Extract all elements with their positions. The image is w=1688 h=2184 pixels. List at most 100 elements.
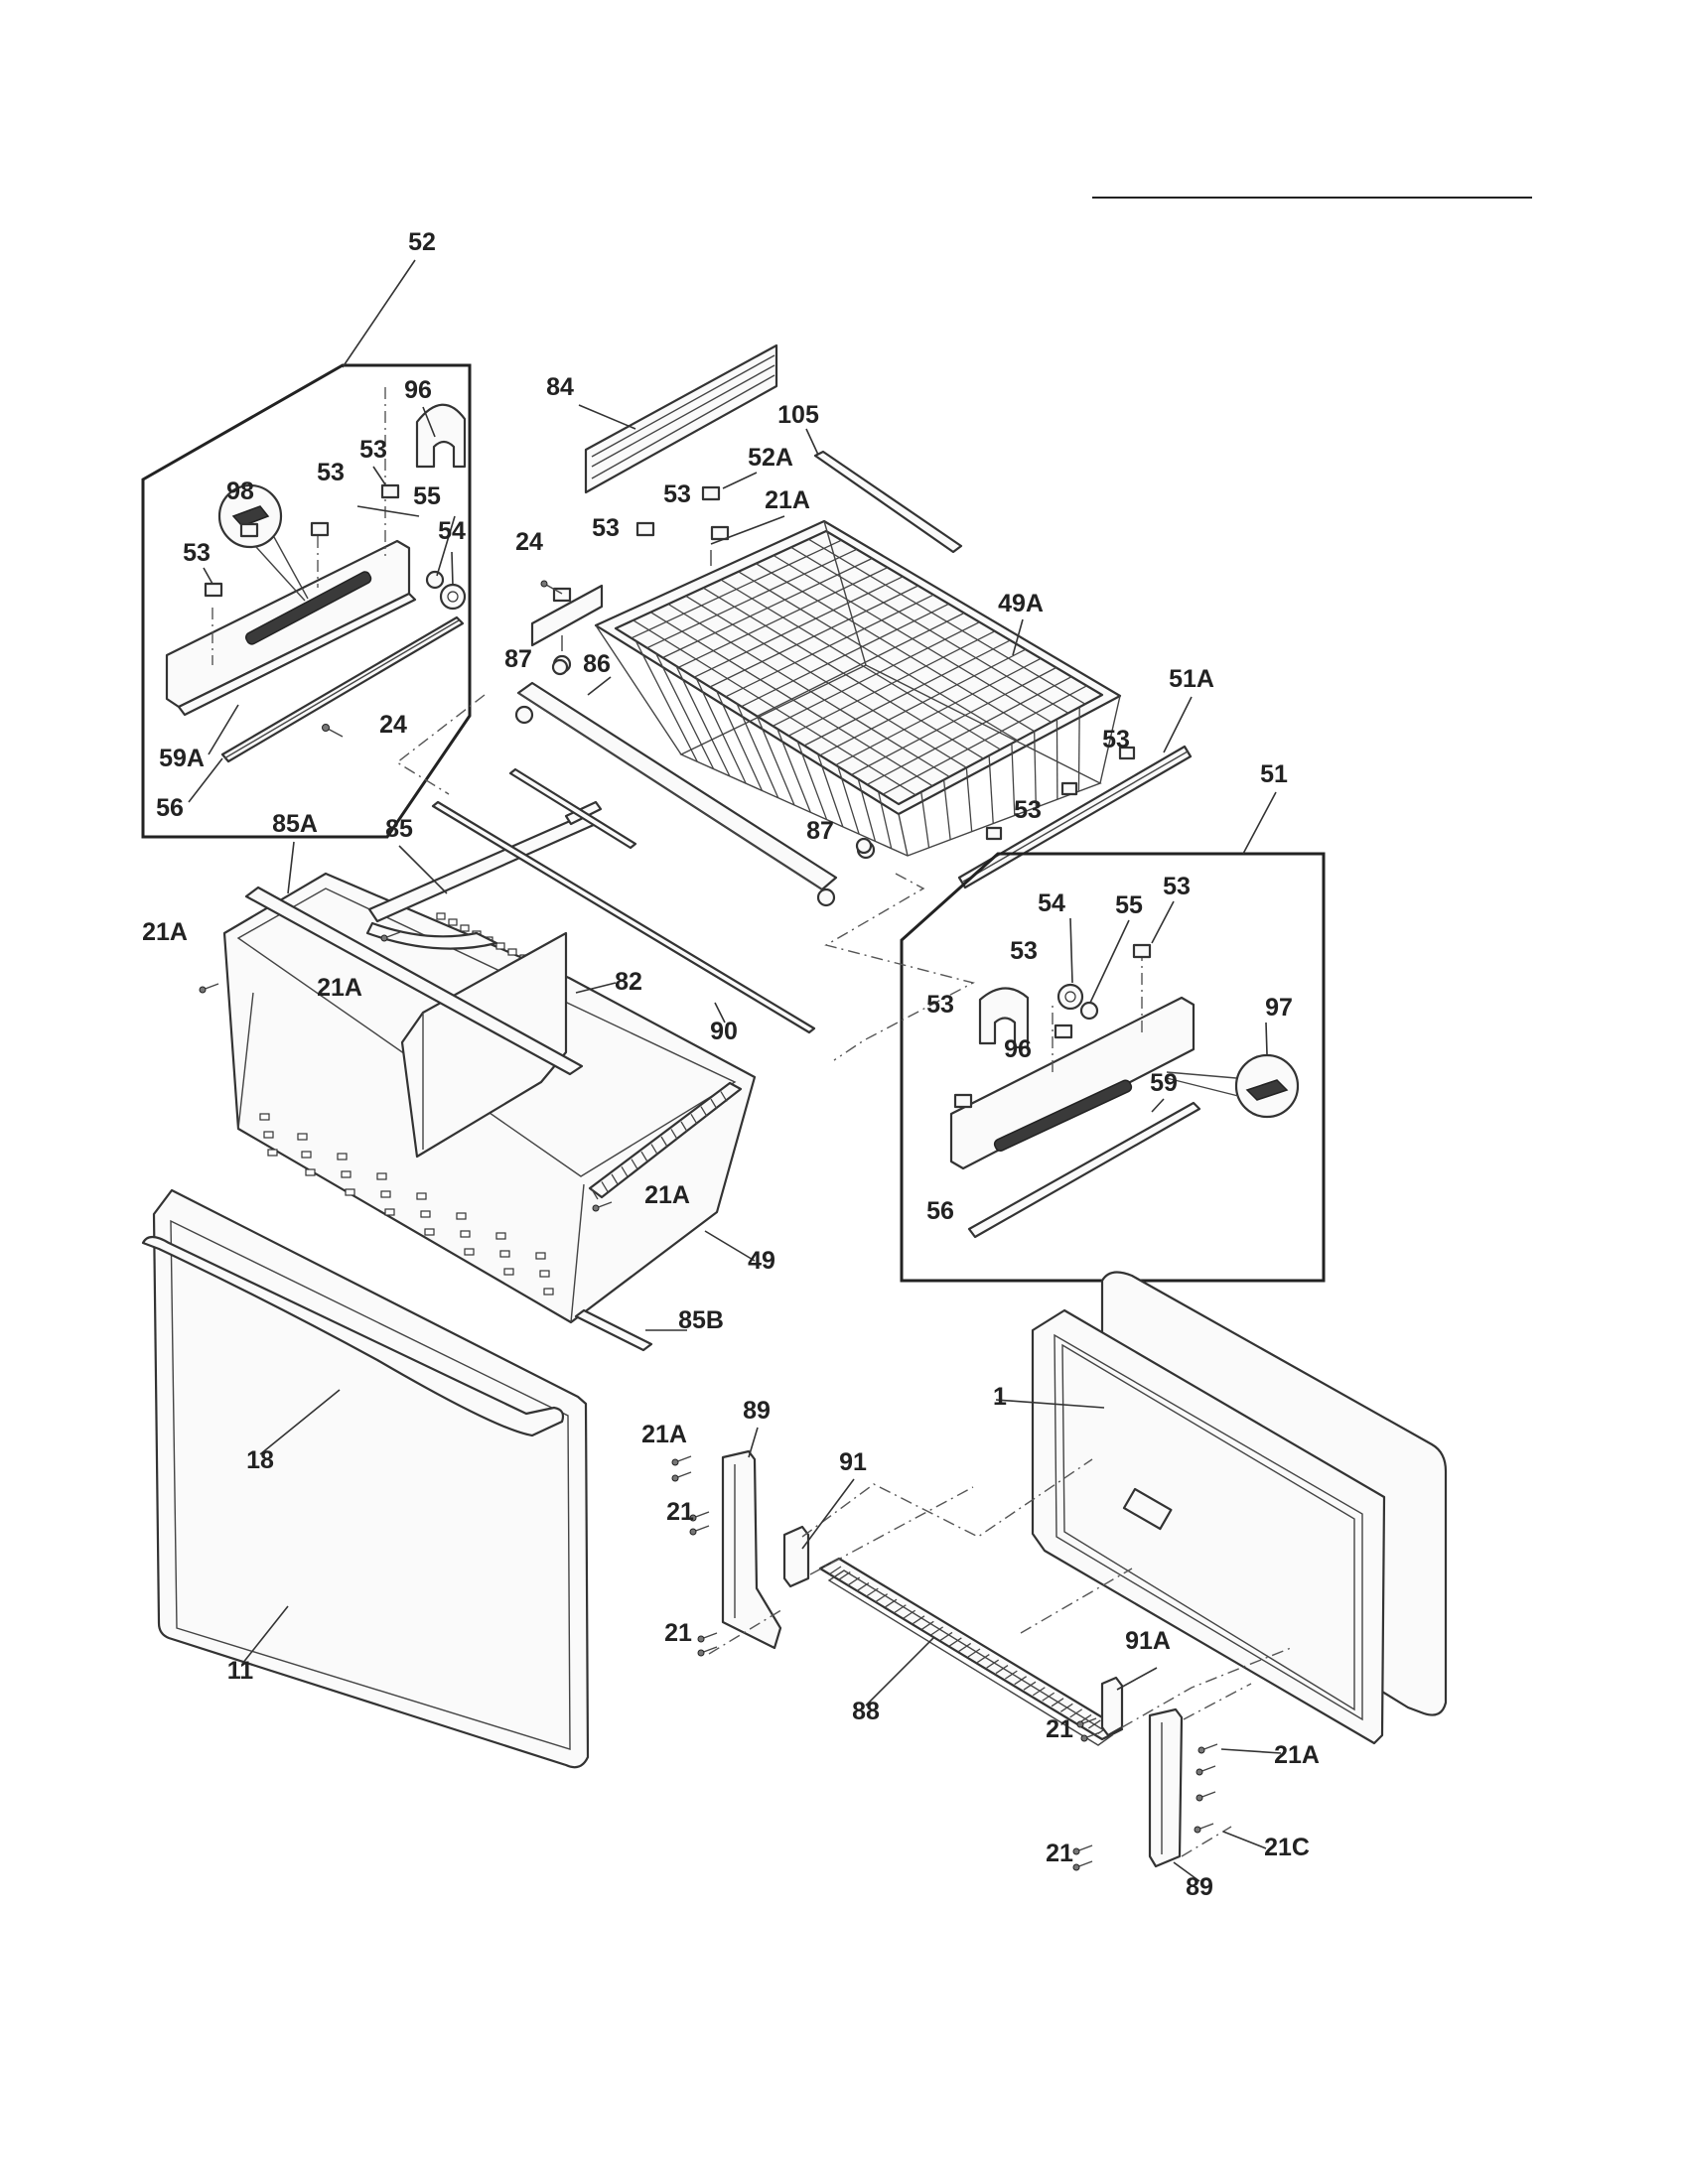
guard-wire <box>893 1604 907 1614</box>
label-59A: 59A <box>159 745 205 772</box>
leader-line <box>188 757 223 803</box>
label-55-left: 55 <box>413 482 441 510</box>
rib-line <box>660 1136 668 1148</box>
label-53-g: 53 <box>1014 796 1042 824</box>
vent-hole <box>424 1228 435 1236</box>
rib-line <box>601 1181 609 1192</box>
leader-line <box>451 551 454 587</box>
screw-head <box>1072 1847 1080 1855</box>
screw-head <box>1080 1734 1088 1742</box>
vent-hole <box>464 1248 475 1256</box>
guard-wire <box>1059 1703 1073 1712</box>
guard-wire <box>1014 1676 1028 1686</box>
basket-wire <box>716 690 764 791</box>
basket-wire <box>988 755 994 824</box>
label-54-left: 54 <box>438 517 466 545</box>
basket-wire <box>720 579 1001 751</box>
guard-wire <box>967 1648 981 1658</box>
screw-head <box>199 986 207 994</box>
label-21A-bracket: 21A <box>641 1421 687 1448</box>
guard-wire <box>884 1598 898 1608</box>
guard-wire <box>958 1642 972 1653</box>
label-86: 86 <box>583 650 611 678</box>
label-88: 88 <box>852 1698 880 1725</box>
rod-90 <box>431 800 816 1034</box>
label-55-right: 55 <box>1115 891 1143 919</box>
leader-line <box>436 515 456 577</box>
rib-line <box>591 1188 599 1200</box>
vent-hole <box>380 1190 391 1198</box>
leader-line <box>1242 791 1277 855</box>
vent-hole <box>460 1230 471 1238</box>
rib-line <box>611 1173 619 1185</box>
basket-wire <box>1034 731 1037 808</box>
guard-wire <box>903 1609 916 1619</box>
label-21A-mid: 21A <box>317 974 362 1002</box>
leader-line <box>1265 1022 1268 1055</box>
leader-line <box>1116 1667 1158 1691</box>
vent-hole <box>301 1151 312 1159</box>
screw-head <box>1194 1826 1201 1834</box>
label-96-right: 96 <box>1004 1035 1032 1063</box>
guard-wire <box>856 1582 870 1592</box>
leader-line <box>575 982 617 994</box>
part-labels: 52 96 53 98 53 55 54 53 59A 24 56 84 105… <box>142 228 1320 1901</box>
guard-wire <box>1004 1670 1018 1680</box>
label-11: 11 <box>227 1657 254 1685</box>
rod-top <box>508 767 637 850</box>
basket-wire <box>755 563 1036 733</box>
label-59: 59 <box>1150 1069 1178 1097</box>
screw-head <box>689 1514 697 1522</box>
guard-wire <box>920 1620 934 1630</box>
label-24-lower: 24 <box>379 711 407 739</box>
bracket-89-right <box>1148 1707 1184 1868</box>
basket-wire <box>942 779 951 840</box>
leader-line <box>356 505 420 517</box>
vent-hole <box>267 1149 278 1157</box>
leader-line <box>714 1002 726 1024</box>
label-49A: 49A <box>998 590 1044 617</box>
label-53-d: 53 <box>663 480 691 508</box>
guard-wire <box>1032 1687 1046 1697</box>
vent-hole <box>543 1288 554 1296</box>
leader-lines <box>188 259 1282 1882</box>
label-53-b: 53 <box>317 459 345 486</box>
screw-head <box>689 1528 697 1536</box>
label-85B: 85B <box>678 1306 724 1334</box>
leader-line <box>704 1230 756 1262</box>
rib-line <box>650 1144 658 1155</box>
label-21C: 21C <box>1264 1834 1310 1861</box>
screw-head <box>380 934 388 942</box>
basket-wire <box>965 767 973 832</box>
basket-wire <box>808 538 1086 705</box>
label-87-b: 87 <box>806 817 834 845</box>
basket-wire <box>776 728 811 813</box>
basket-wire <box>655 652 715 769</box>
vent-hole <box>539 1270 550 1278</box>
bracket-89-left <box>721 1449 782 1650</box>
label-56-left: 56 <box>156 794 184 822</box>
vent-hole <box>499 1250 510 1258</box>
leader-line <box>710 515 785 545</box>
label-21A-top: 21A <box>765 486 810 514</box>
leader-line <box>241 1605 289 1665</box>
screw-head <box>697 1649 705 1657</box>
basket-wire <box>1011 743 1016 816</box>
label-49: 49 <box>748 1247 775 1275</box>
assembly-guides <box>395 694 1292 1857</box>
vent-hole <box>341 1170 352 1178</box>
label-24-upper: 24 <box>515 528 543 556</box>
label-85: 85 <box>385 815 413 843</box>
label-21-c: 21 <box>1046 1715 1073 1743</box>
roller-87-b <box>855 837 873 855</box>
label-89-top: 89 <box>743 1397 771 1425</box>
leader-line <box>722 472 758 489</box>
leader-line <box>587 676 612 696</box>
guard-wire <box>930 1626 944 1636</box>
leader-line <box>208 704 239 755</box>
basket-wire <box>837 765 860 835</box>
label-96-left: 96 <box>404 376 432 404</box>
guard-wire <box>912 1615 925 1625</box>
guard-wire <box>995 1665 1009 1675</box>
leader-line <box>1220 1748 1282 1754</box>
